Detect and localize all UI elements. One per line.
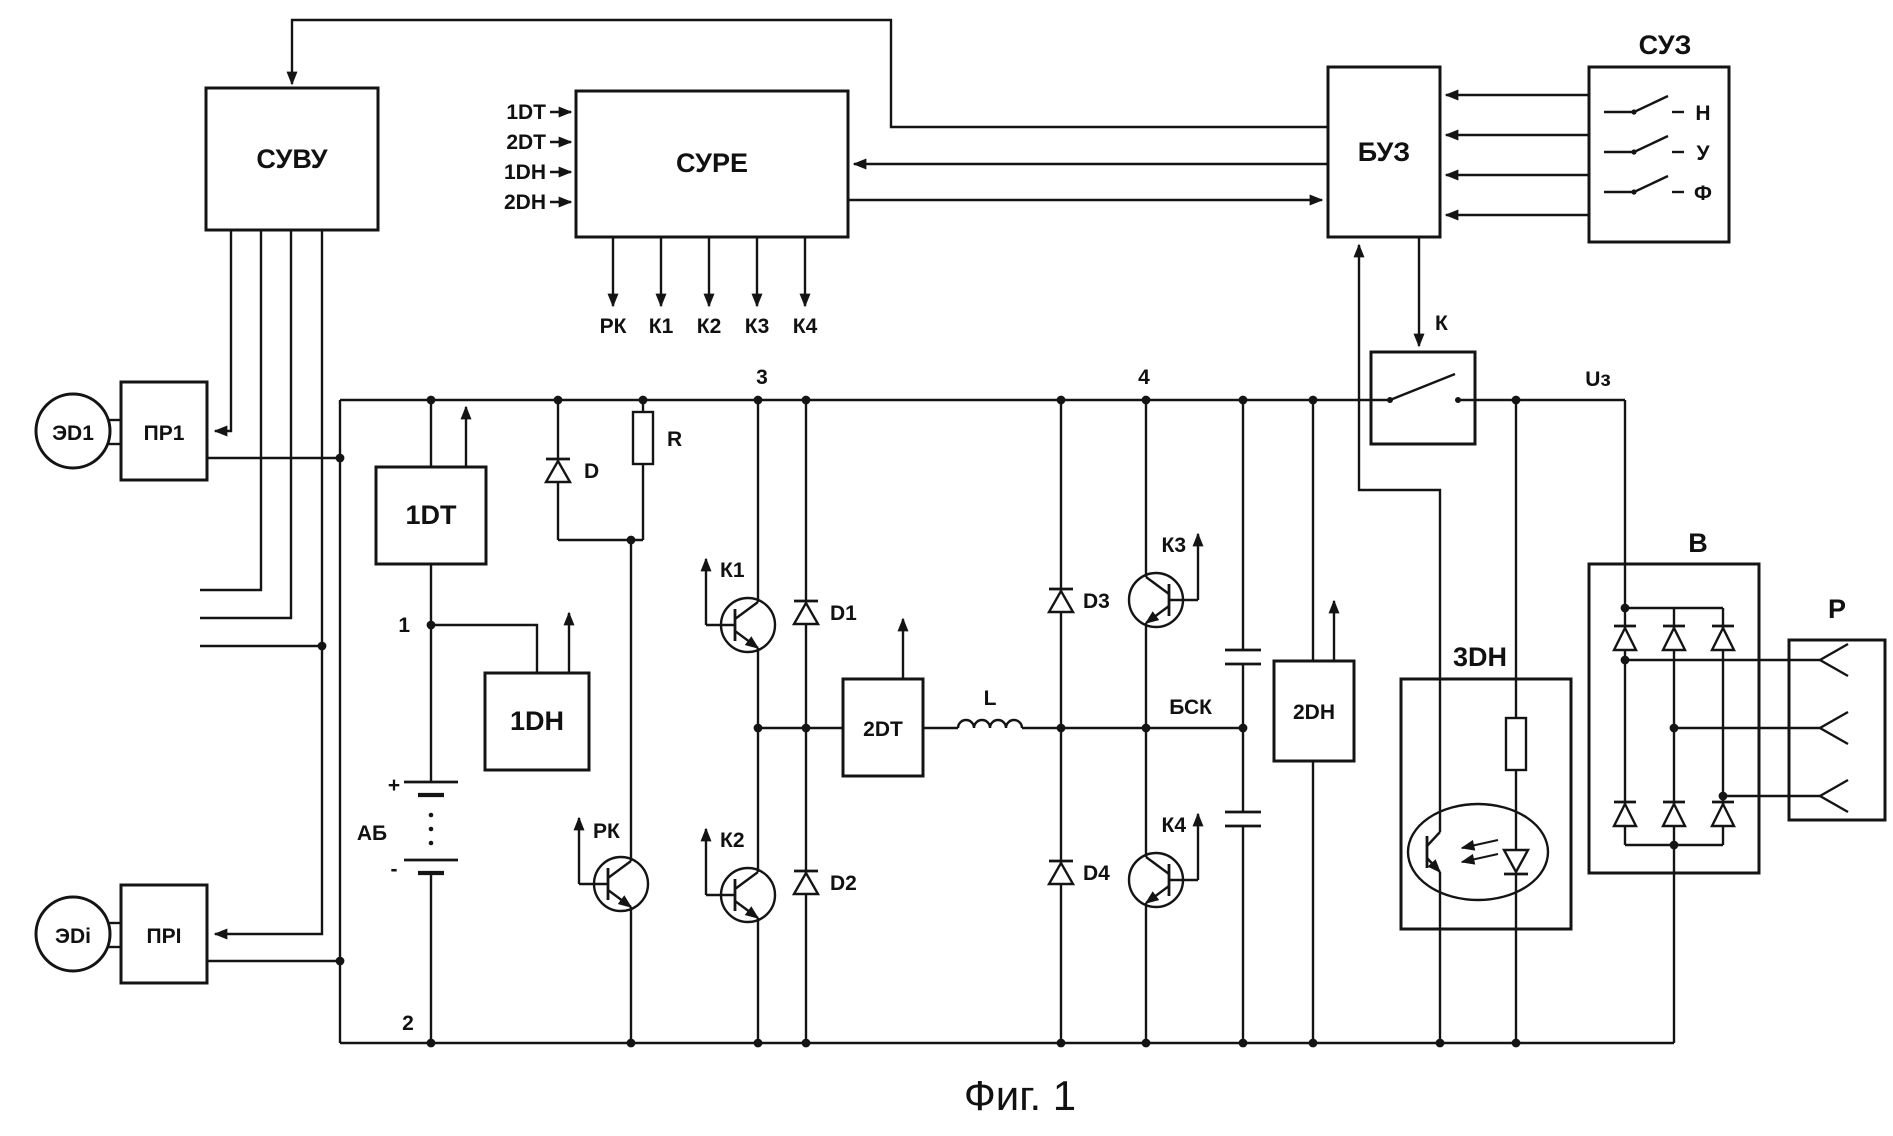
gate-rk-label: РК [593, 820, 620, 843]
block-motor2: ЭDi [34, 895, 112, 973]
battery-symbol [404, 780, 458, 876]
gate-k1-label: К1 [720, 559, 745, 582]
block-load-label: Р [1828, 594, 1846, 624]
inductor-l-label: L [984, 687, 997, 710]
block-contactor [1369, 350, 1477, 446]
block-suvu: СУВУ [204, 86, 380, 232]
block-conv1-label: ПР1 [144, 422, 185, 445]
battery-minus-label: - [391, 858, 398, 881]
block-dt1-label: 1DT [405, 500, 457, 530]
diode-d-label: D [584, 460, 599, 483]
block-dh2: 2DH [1272, 659, 1356, 763]
sure-input-label-4: 2DH [504, 191, 546, 214]
block-motor1-label: ЭD1 [52, 422, 94, 445]
diode-d2-label: D2 [830, 872, 857, 895]
block-motor2-label: ЭDi [55, 925, 91, 948]
sure-input-label-2: 2DT [506, 131, 546, 154]
sure-output-label-k2: К2 [697, 315, 722, 338]
block-dt2: 2DT [841, 677, 925, 778]
block-conv2: ПРI [119, 883, 209, 985]
block-suz: СУЗ [1587, 30, 1731, 244]
block-dh3-label: 3DH [1453, 642, 1507, 672]
diode-d1-label: D1 [830, 602, 857, 625]
diode-d3 [1046, 587, 1076, 614]
resistor-r-label: R [667, 428, 682, 451]
node3-label: 3 [756, 366, 768, 389]
battery-label: АБ [357, 822, 387, 845]
block-dt2-label: 2DT [863, 718, 903, 741]
diode-d3-label: D3 [1083, 590, 1110, 613]
block-conv2-label: ПРI [147, 925, 182, 948]
sure-input-label-1: 1DT [506, 101, 546, 124]
suz-switch-n [1604, 94, 1684, 115]
suz-switch-label-f: Ф [1694, 182, 1712, 205]
contactor-label: К [1435, 312, 1448, 335]
sure-output-label-k3: К3 [745, 315, 770, 338]
node1-label: 1 [398, 614, 410, 637]
sure-output-label-k4: К4 [793, 315, 818, 338]
junction-dots [317, 395, 1728, 1048]
suz-switch-label-n: Н [1695, 102, 1710, 125]
block-buz-label: БУЗ [1358, 137, 1410, 167]
block-bridge-label: В [1688, 528, 1708, 558]
figure-caption: Фиг. 1 [964, 1072, 1076, 1119]
node2-label: 2 [402, 1012, 414, 1035]
resistor-r [631, 410, 655, 466]
diode-d4 [1046, 859, 1076, 886]
block-buz: БУЗ [1326, 65, 1442, 239]
block-conv1: ПР1 [119, 380, 209, 482]
optocoupler [1406, 802, 1550, 902]
sure-output-label-k1: К1 [649, 315, 674, 338]
block-load: Р [1787, 594, 1887, 822]
bridge-diodes [1612, 624, 1736, 828]
suz-switch-u [1604, 134, 1684, 155]
component-symbols [404, 94, 1849, 924]
uz-label: Uз [1585, 368, 1611, 391]
diode-d4-label: D4 [1083, 862, 1110, 885]
block-bridge: В [1587, 528, 1761, 875]
block-dh3: 3DH [1399, 642, 1573, 931]
transistor-rk [592, 855, 650, 913]
block-dh2-label: 2DH [1293, 701, 1335, 724]
contactor-switch [1371, 372, 1475, 403]
battery-plus-label: + [388, 774, 400, 797]
diode-d [543, 457, 573, 484]
gate-k2-label: К2 [720, 829, 745, 852]
sure-output-label-rk: РК [600, 315, 627, 338]
transistor-k1 [719, 596, 777, 654]
diode-d1 [791, 599, 821, 626]
sure-input-label-3: 1DH [504, 161, 546, 184]
cap-bank-label: БСК [1169, 696, 1212, 719]
block-sure-label: СУРЕ [676, 148, 748, 178]
block-dh1-label: 1DH [510, 706, 564, 736]
wires [108, 18, 1820, 1045]
block-dt1: 1DT [374, 465, 488, 566]
block-motor1: ЭD1 [34, 392, 112, 470]
node4-label: 4 [1138, 366, 1150, 389]
resistor-3dh [1504, 716, 1528, 772]
block-suz-label: СУЗ [1639, 30, 1692, 60]
block-dh1: 1DH [483, 671, 591, 772]
load-phase-symbols [1817, 642, 1849, 814]
suz-switch-f [1604, 174, 1684, 195]
gate-k4-label: К4 [1162, 814, 1187, 837]
suz-switch-label-u: У [1696, 142, 1710, 165]
transistor-k2 [719, 866, 777, 924]
diode-d2 [791, 869, 821, 896]
block-suvu-label: СУВУ [256, 144, 328, 174]
block-sure: СУРЕ [574, 89, 850, 239]
capacitor-bank-symbol [1225, 648, 1261, 828]
gate-k3-label: К3 [1162, 534, 1187, 557]
transistor-k3 [1127, 571, 1185, 629]
transistor-k4 [1127, 851, 1185, 909]
